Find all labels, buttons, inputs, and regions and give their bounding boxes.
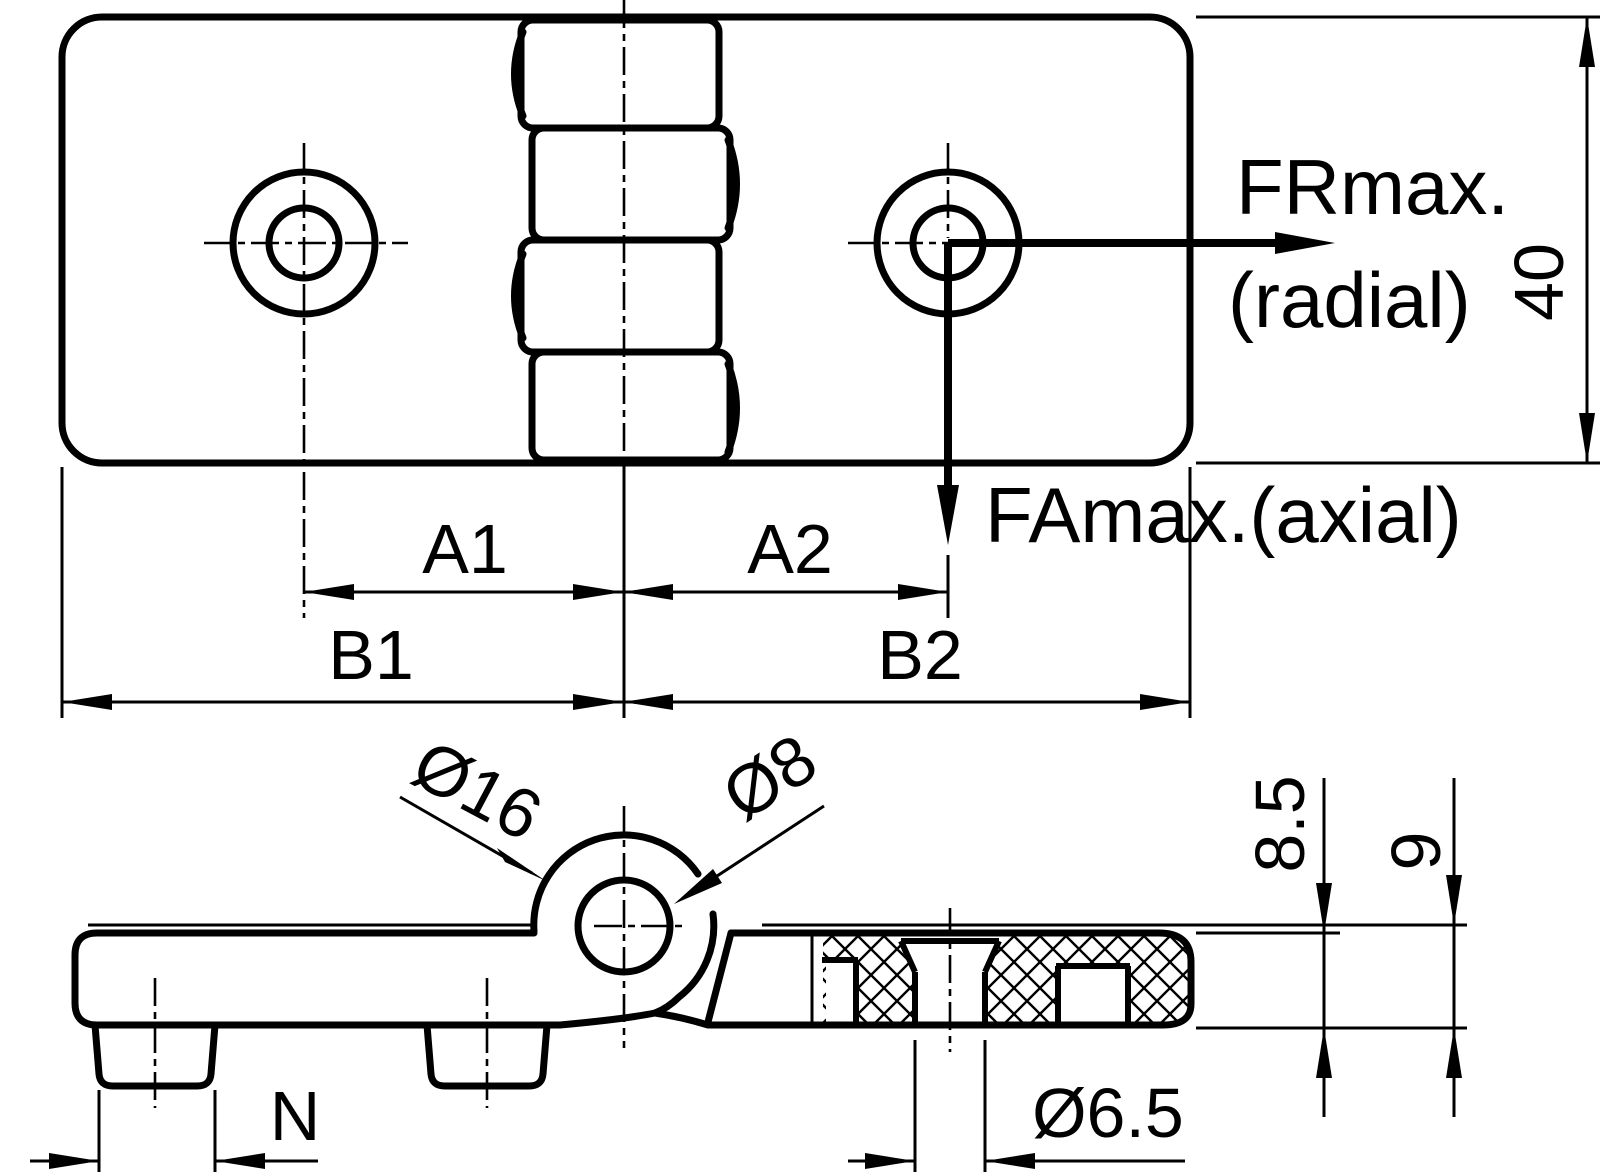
label-8-5: 8.5 [1241,775,1319,872]
label-40: 40 [1500,243,1578,321]
dimension-n [30,1153,318,1169]
side-view-centerlines [153,806,952,1108]
section-cutout-mask [826,933,1128,1023]
force-arrowhead [1275,232,1335,254]
side-view: Ø16 Ø8 N Ø6.5 8.5 9 [30,719,1467,1172]
label-frmax: FRmax. [1236,143,1509,231]
label-b1: B1 [328,616,414,694]
arrowhead [623,584,673,600]
square-recess-outline [1055,963,1131,1023]
label-b2: B2 [877,616,963,694]
force-arrow-radial [948,232,1335,254]
label-a2: A2 [747,510,833,588]
arrowhead [865,1153,915,1169]
arrowhead [1579,17,1595,67]
barrel-curl [511,28,527,120]
arrowhead [623,694,673,710]
right-leaf-outline [651,929,1195,1029]
top-view: FRmax. (radial) FAmax.(axial) 40 A1 A2 B… [58,0,1600,718]
dimension-b-line [62,694,1190,710]
arrowhead [1316,883,1332,933]
leader-arrowhead [497,848,546,881]
label-radial: (radial) [1228,256,1471,344]
barrel-curl [724,136,740,232]
barrel-curl [724,360,740,456]
arrowhead [304,584,354,600]
arrowhead [62,694,112,710]
label-d8: Ø8 [709,719,830,835]
label-n: N [270,1077,321,1155]
arrowhead [1316,1028,1332,1078]
label-d16: Ø16 [401,725,554,856]
arrowhead [1446,875,1462,925]
side-view-thin-lines [88,923,1467,1172]
barrel-curl [511,250,527,342]
label-d65: Ø6.5 [1032,1074,1184,1152]
arrowhead [1140,694,1190,710]
arrowhead [215,1153,265,1169]
knuckle-right-arc [651,910,718,1017]
dimension-40-line [1579,17,1595,463]
section-hatch [823,933,1191,1025]
label-famax: FAmax.(axial) [985,471,1462,559]
leader-arrowhead [674,869,722,904]
dimension-8-5 [1316,778,1332,1117]
section-notch-outline [822,957,859,1023]
left-leaf-outline [71,929,659,1029]
leader-d16 [399,795,546,881]
dimension-a-line [304,584,948,600]
arrowhead [1446,1028,1462,1078]
dimension-9 [1446,778,1462,1117]
arrowhead [898,584,948,600]
label-9: 9 [1377,832,1455,871]
arrowhead [573,694,623,710]
countersunk-hole-outline [898,938,1002,1023]
knuckle-outer-arc [530,831,702,935]
arrowhead [985,1153,1035,1169]
extension-lines-hole [913,1040,987,1172]
extension-lines-n [97,1090,217,1172]
force-arrow-axial [937,243,959,545]
force-arrowhead [937,485,959,545]
dimension-hole-6-5 [848,1153,1185,1169]
leader-d8 [674,804,825,904]
arrowhead [1579,413,1595,463]
arrowhead [49,1153,99,1169]
label-a1: A1 [422,510,508,588]
section-cut-edge [704,929,735,1026]
arrowhead [573,584,623,600]
